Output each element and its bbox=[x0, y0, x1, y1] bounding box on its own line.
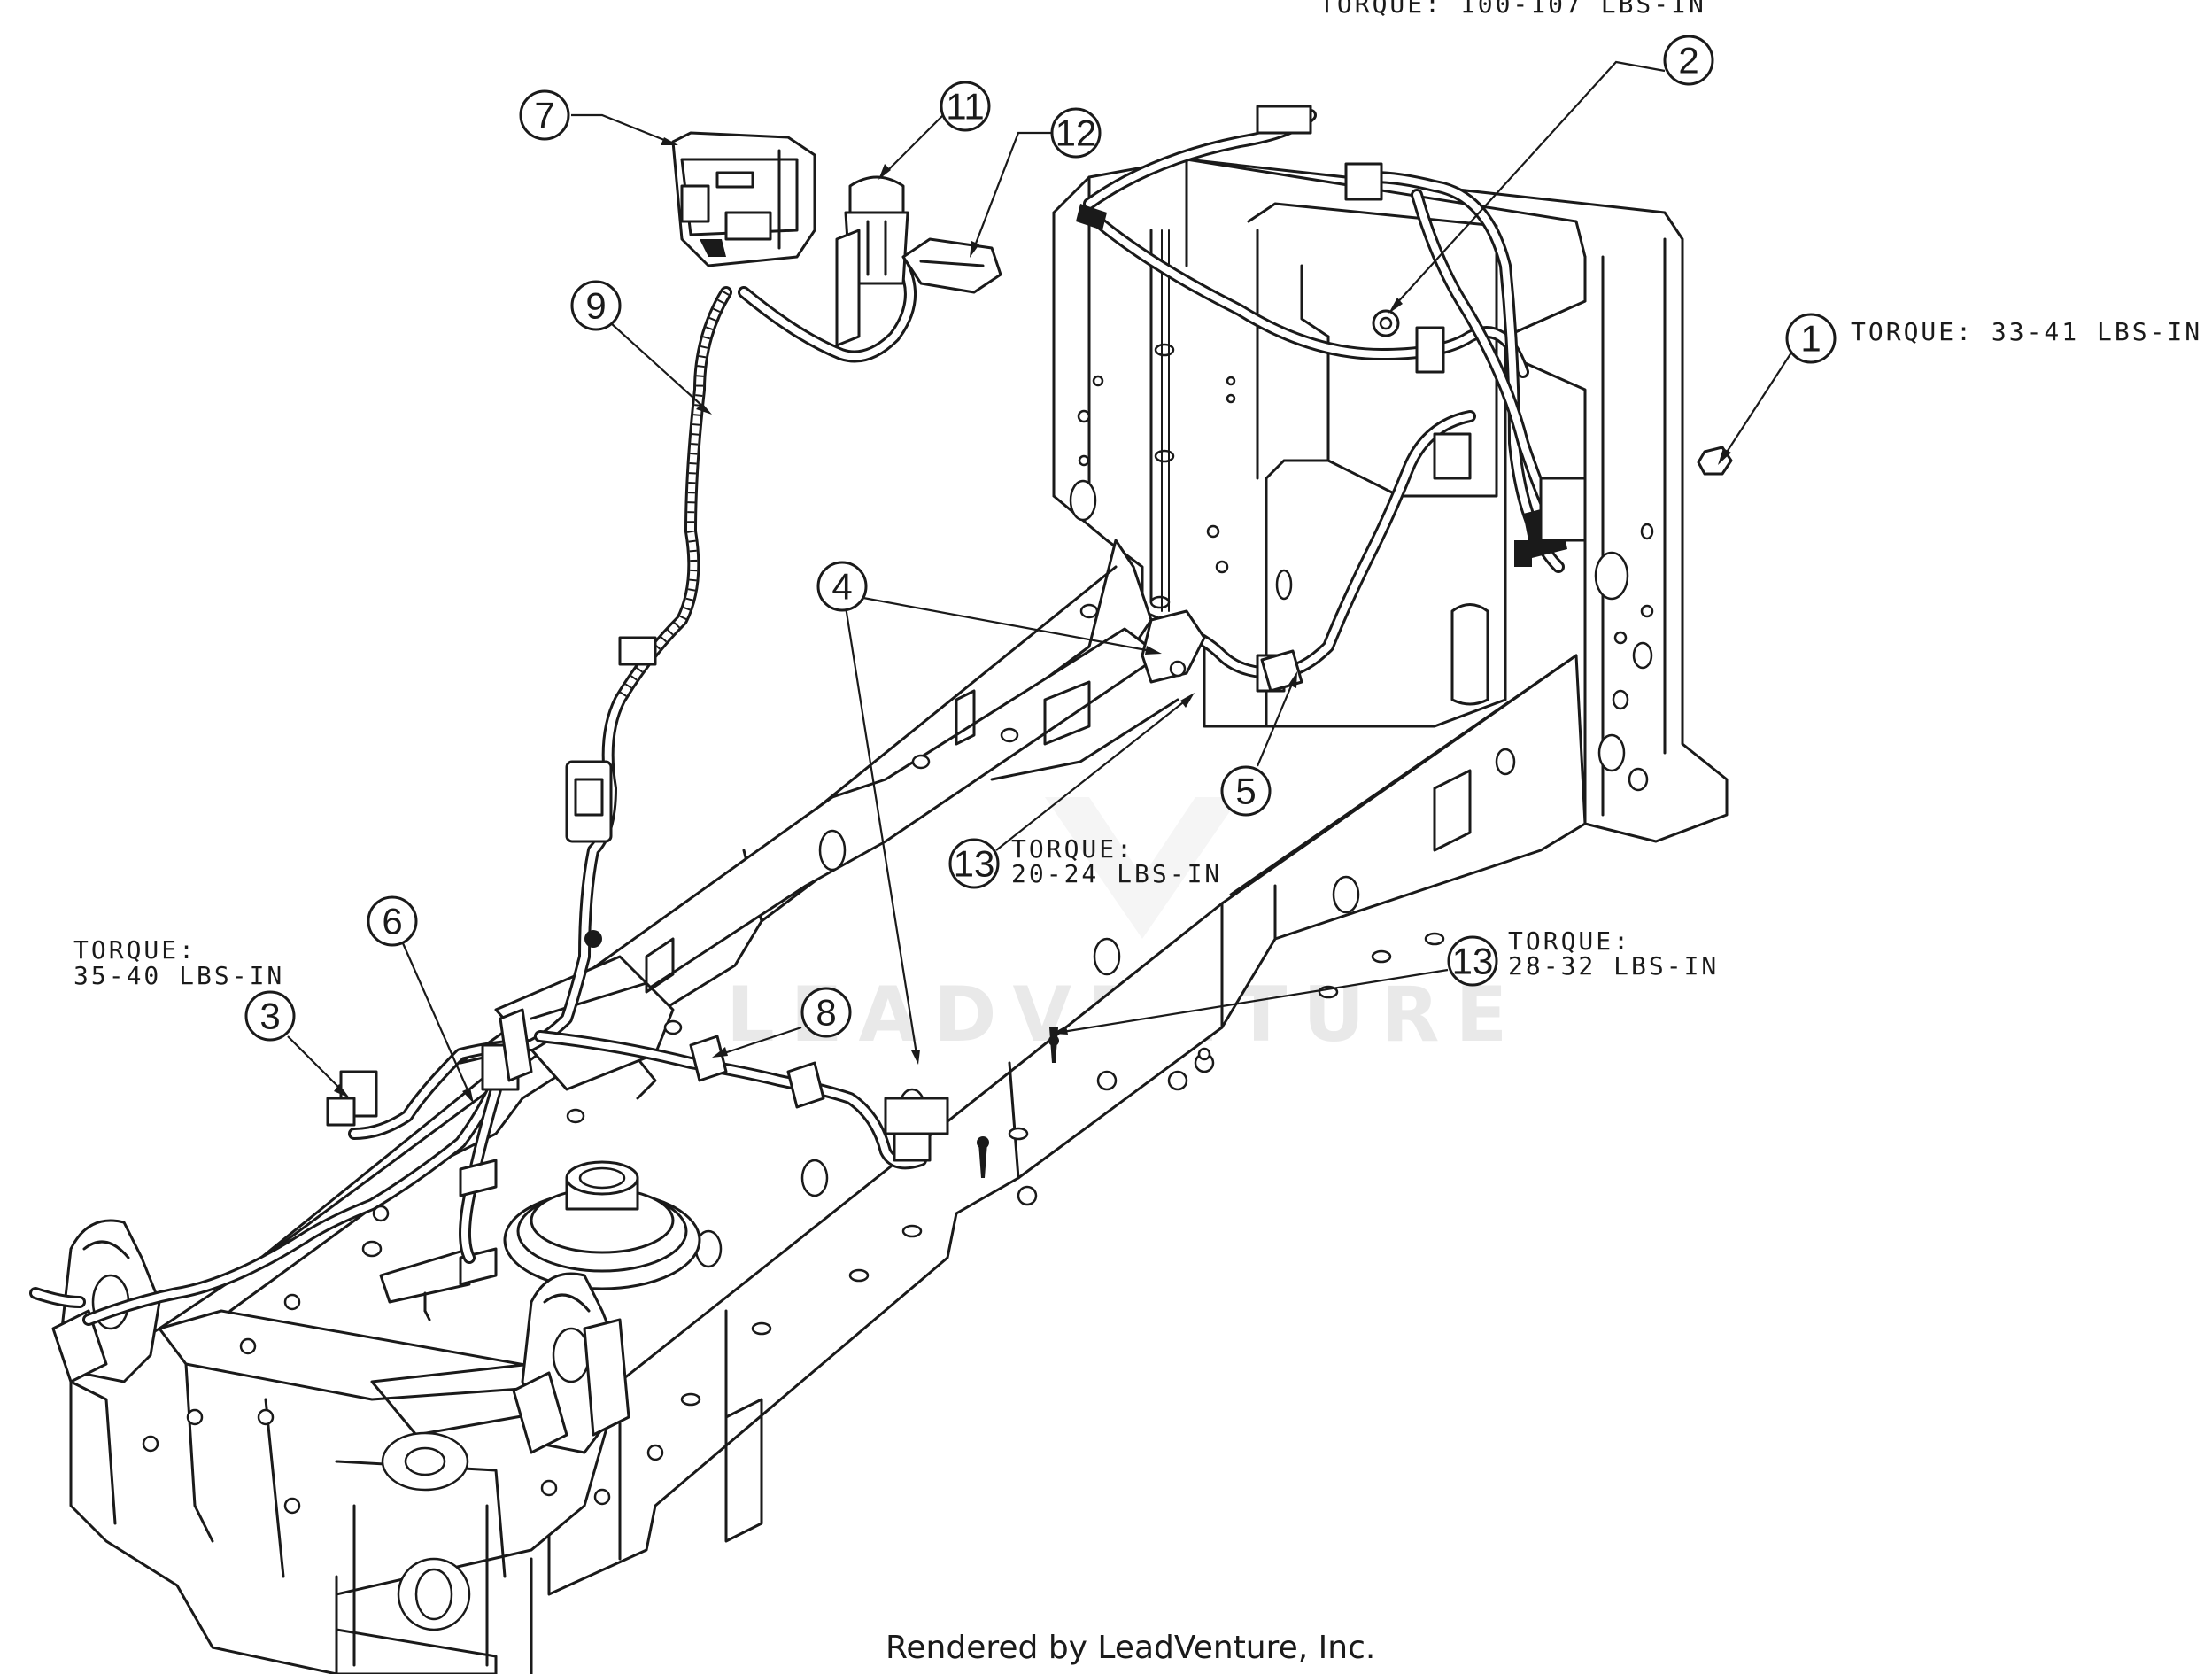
callout-8: 8 bbox=[712, 987, 852, 1058]
pulley bbox=[503, 1160, 701, 1290]
component-11-plug bbox=[835, 175, 909, 347]
callout-9: 9 bbox=[570, 280, 712, 415]
callout-13b: 13 TORQUE: 28-32 LBS-IN bbox=[1052, 926, 1719, 1035]
callout-1-number: 1 bbox=[1800, 318, 1821, 360]
callout-1: 1 TORQUE: 33-41 LBS-IN bbox=[1718, 313, 2202, 465]
component-12-bracket bbox=[901, 237, 1002, 294]
callout-8-number: 8 bbox=[816, 992, 836, 1034]
callout-13a-torque-value: 20-24 LBS-IN bbox=[1011, 859, 1222, 888]
chassis-frame bbox=[69, 539, 1587, 1674]
callouts: 1 TORQUE: 33-41 LBS-IN 2 TORQUE: 100-107… bbox=[73, 0, 2202, 1104]
callout-9-number: 9 bbox=[585, 285, 606, 327]
callout-13b-torque-label: TORQUE: bbox=[1508, 926, 1631, 956]
callout-7: 7 bbox=[519, 89, 678, 145]
component-2-fastener bbox=[1372, 309, 1400, 337]
callout-13b-number: 13 bbox=[1452, 941, 1494, 982]
component-4-switch bbox=[1141, 609, 1206, 684]
callout-5-number: 5 bbox=[1235, 771, 1256, 812]
wiring-harness bbox=[29, 105, 1587, 1326]
callout-4: 4 bbox=[816, 561, 1162, 1065]
callout-7-number: 7 bbox=[534, 95, 554, 136]
callout-12-number: 12 bbox=[1056, 112, 1097, 154]
component-7-housing bbox=[671, 131, 816, 267]
callout-3-torque-value: 35-40 LBS-IN bbox=[73, 961, 284, 990]
callout-6-number: 6 bbox=[382, 901, 402, 942]
render-credit: Rendered by LeadVenture, Inc. bbox=[886, 1630, 1375, 1666]
callout-2-torque: TORQUE: 100-107 LBS-IN bbox=[1319, 0, 1706, 19]
rear-frame-upright bbox=[1052, 158, 1729, 843]
callout-13a-torque-label: TORQUE: bbox=[1011, 834, 1134, 864]
callout-5: 5 bbox=[1220, 671, 1297, 817]
front-mount-brackets bbox=[51, 1219, 630, 1454]
callout-12: 12 bbox=[970, 107, 1102, 258]
callout-4-number: 4 bbox=[831, 566, 852, 608]
callout-13a: 13 TORQUE: 20-24 LBS-IN bbox=[948, 693, 1222, 889]
callout-3: 3 TORQUE: 35-40 LBS-IN bbox=[73, 935, 350, 1098]
callout-11: 11 bbox=[878, 81, 991, 180]
callout-13a-number: 13 bbox=[954, 843, 995, 885]
callout-2-number: 2 bbox=[1678, 40, 1698, 81]
callout-11-number: 11 bbox=[946, 86, 985, 128]
callout-3-number: 3 bbox=[259, 996, 280, 1037]
callout-6: 6 bbox=[367, 895, 474, 1104]
callout-2: 2 TORQUE: 100-107 LBS-IN bbox=[1319, 0, 1714, 314]
callout-13b-torque-value: 28-32 LBS-IN bbox=[1508, 951, 1719, 980]
callout-1-torque: TORQUE: 33-41 LBS-IN bbox=[1851, 317, 2202, 346]
callout-3-torque-label: TORQUE: bbox=[73, 935, 197, 965]
